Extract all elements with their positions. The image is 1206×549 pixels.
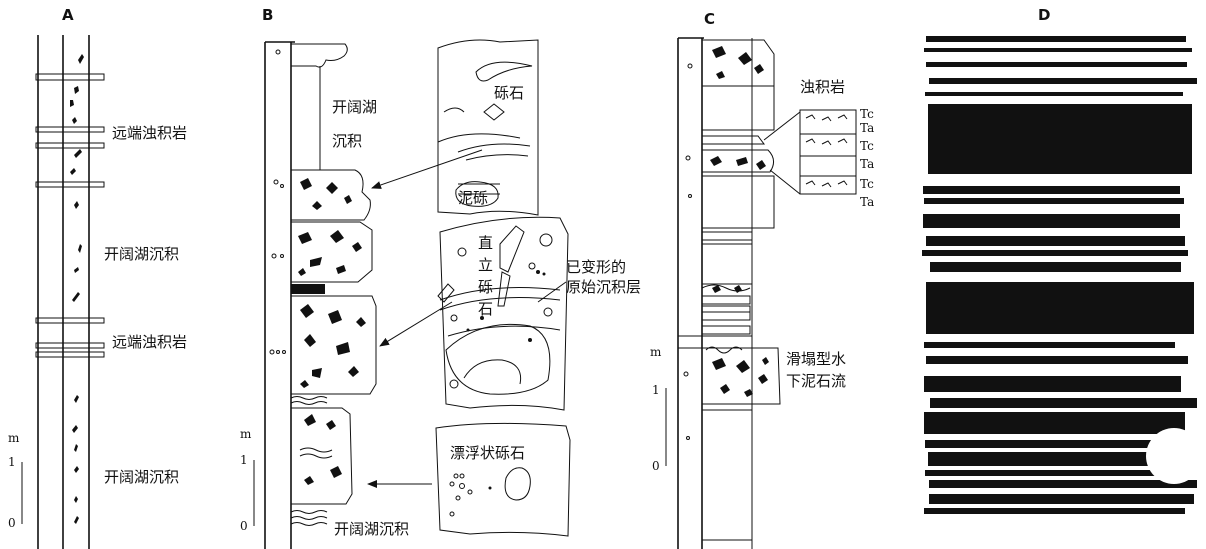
- b-deformed-leader: [537, 281, 567, 303]
- a-scale-bottom: 0: [8, 516, 16, 530]
- photo-lamina: [929, 78, 1197, 84]
- panel-a-label: A: [62, 6, 74, 24]
- b-deformed-label-1: 已变形的: [566, 258, 626, 276]
- c-scale-bottom: 0: [652, 459, 660, 473]
- photo-lamina: [930, 398, 1197, 408]
- panel-b-column: [264, 41, 377, 549]
- b-scale-bar: m 1 0: [240, 427, 255, 533]
- photo-lamina: [926, 236, 1185, 246]
- panel-a-clasts: [70, 54, 84, 524]
- c-bouma-label-5: Tc: [860, 177, 874, 191]
- panel-d-laminated-photo: [922, 32, 1204, 522]
- photo-lamina: [924, 198, 1184, 204]
- b-open-lake-label-2: 沉积: [332, 132, 362, 150]
- b-open-lake-label-1: 开阔湖: [332, 98, 377, 116]
- b-detail-deformed: 直 立 砾 石: [437, 216, 569, 411]
- panel-b-pebbles: [269, 49, 286, 355]
- photo-lamina: [926, 282, 1194, 334]
- panel-d-label: D: [1038, 6, 1050, 24]
- b-upright-label-3: 砾: [478, 278, 493, 296]
- a-open-lake-label-1: 开阔湖沉积: [104, 245, 179, 263]
- c-turbidite-label: 浊积岩: [800, 78, 845, 96]
- a-scale-top: 1: [8, 455, 16, 469]
- a-scale-bar: m 1 0: [8, 431, 23, 530]
- panel-a: A: [8, 6, 187, 549]
- photo-lamina: [924, 508, 1185, 514]
- panel-c: C: [650, 10, 874, 549]
- c-slump-label-2: 下泥石流: [786, 372, 846, 390]
- panel-d-scale-coin: [1146, 428, 1202, 484]
- photo-lamina: [923, 186, 1180, 194]
- c-bouma-label-2: Ta: [860, 121, 874, 135]
- photo-lamina: [925, 440, 1184, 448]
- b-mud-gravel-label: 泥砾: [458, 189, 488, 207]
- b-arrow-2: [379, 301, 453, 347]
- panel-c-label: C: [704, 10, 715, 28]
- b-upright-label-4: 石: [478, 300, 493, 318]
- photo-lamina: [926, 356, 1188, 364]
- b-upright-label-2: 立: [478, 256, 493, 274]
- c-bouma-label-3: Tc: [860, 139, 874, 153]
- panel-b: B: [240, 6, 641, 549]
- photo-lamina: [930, 262, 1181, 272]
- photo-lamina: [924, 412, 1185, 434]
- photo-lamina: [923, 214, 1180, 228]
- photo-lamina: [929, 480, 1197, 488]
- photo-lamina: [929, 494, 1194, 504]
- c-scale-top: 1: [652, 383, 660, 397]
- b-gravel-label: 砾石: [494, 84, 524, 102]
- b-open-lake-bottom-label: 开阔湖沉积: [334, 520, 409, 538]
- photo-lamina: [925, 92, 1183, 96]
- a-scale-unit: m: [8, 431, 20, 445]
- c-turbidite-inset: [763, 109, 857, 195]
- panel-c-column: [677, 37, 781, 549]
- c-slump-label-1: 滑塌型水: [786, 350, 846, 368]
- c-bouma-label-1: Tc: [860, 107, 874, 121]
- panel-d: D: [922, 6, 1204, 522]
- photo-lamina: [924, 48, 1192, 52]
- a-distal-turbidite-label-2: 远端浊积岩: [112, 333, 187, 351]
- b-scale-top: 1: [240, 453, 248, 467]
- photo-lamina: [926, 62, 1187, 67]
- photo-lamina: [928, 452, 1195, 466]
- photo-lamina: [926, 36, 1186, 42]
- c-scale-bar: m 1 0: [650, 345, 667, 473]
- photo-lamina: [925, 470, 1188, 476]
- photo-lamina: [922, 250, 1188, 256]
- b-detail-core: 砾石 泥砾: [437, 39, 539, 216]
- panel-b-clasts: [298, 178, 366, 485]
- panel-a-column: [35, 35, 105, 549]
- c-bouma-label-4: Ta: [860, 157, 874, 171]
- b-scale-unit: m: [240, 427, 252, 441]
- photo-lamina: [928, 104, 1192, 174]
- a-distal-turbidite-label-1: 远端浊积岩: [112, 124, 187, 142]
- b-arrow-1: [371, 149, 483, 189]
- b-scale-bottom: 0: [240, 519, 248, 533]
- panel-b-label: B: [262, 6, 273, 24]
- b-deformed-label-2: 原始沉积层: [566, 278, 641, 296]
- b-floating-label: 漂浮状砾石: [450, 444, 525, 462]
- c-bouma-labels: Tc Ta Tc Ta Tc Ta: [860, 107, 874, 209]
- a-open-lake-label-2: 开阔湖沉积: [104, 468, 179, 486]
- b-detail-floating: 漂浮状砾石: [435, 422, 571, 537]
- b-upright-label-1: 直: [478, 234, 493, 252]
- photo-lamina: [924, 342, 1175, 348]
- c-bouma-label-6: Ta: [860, 195, 874, 209]
- panel-c-clasts: [710, 46, 769, 397]
- c-scale-unit: m: [650, 345, 662, 359]
- photo-lamina: [924, 376, 1181, 392]
